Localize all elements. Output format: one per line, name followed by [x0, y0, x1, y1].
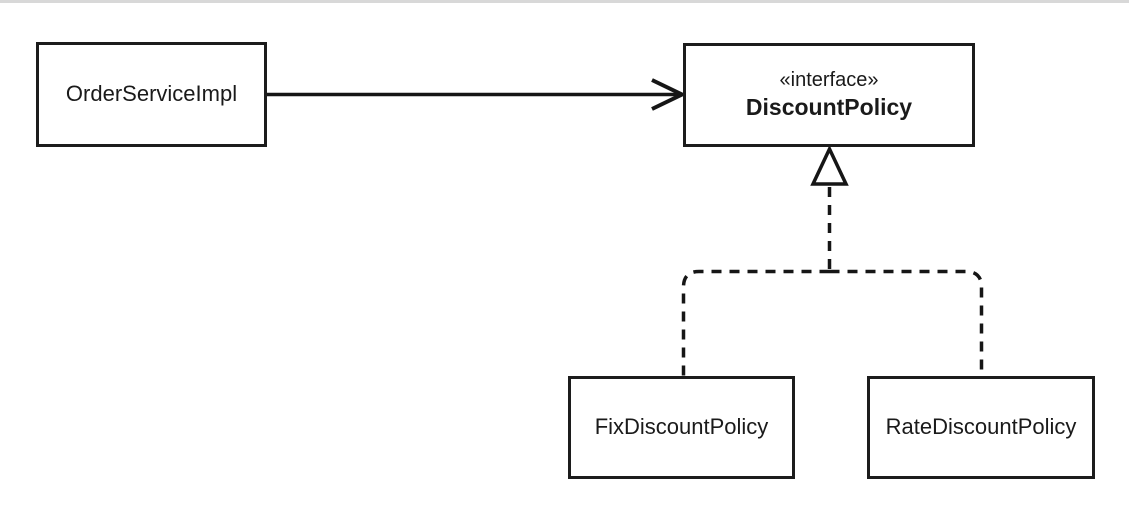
node-fix-discount-policy: FixDiscountPolicy — [568, 376, 795, 479]
class-name-label: RateDiscountPolicy — [885, 414, 1077, 440]
stereotype-label: «interface» — [779, 69, 879, 92]
node-rate-discount-policy: RateDiscountPolicy — [867, 376, 1095, 479]
class-name-label: FixDiscountPolicy — [594, 414, 769, 440]
realization-branch-right-dashed-line — [829, 269, 984, 376]
node-order-service-impl: OrderServiceImpl — [36, 42, 267, 147]
realization-branch-left-dashed-line — [681, 269, 830, 376]
node-discount-policy: «interface» DiscountPolicy — [683, 43, 975, 147]
top-divider-line — [0, 0, 1129, 3]
association-open-arrowhead-icon — [651, 78, 687, 111]
realization-hollow-triangle-icon — [810, 144, 849, 186]
class-name-label: OrderServiceImpl — [65, 81, 238, 107]
interface-name-label: DiscountPolicy — [745, 94, 913, 121]
